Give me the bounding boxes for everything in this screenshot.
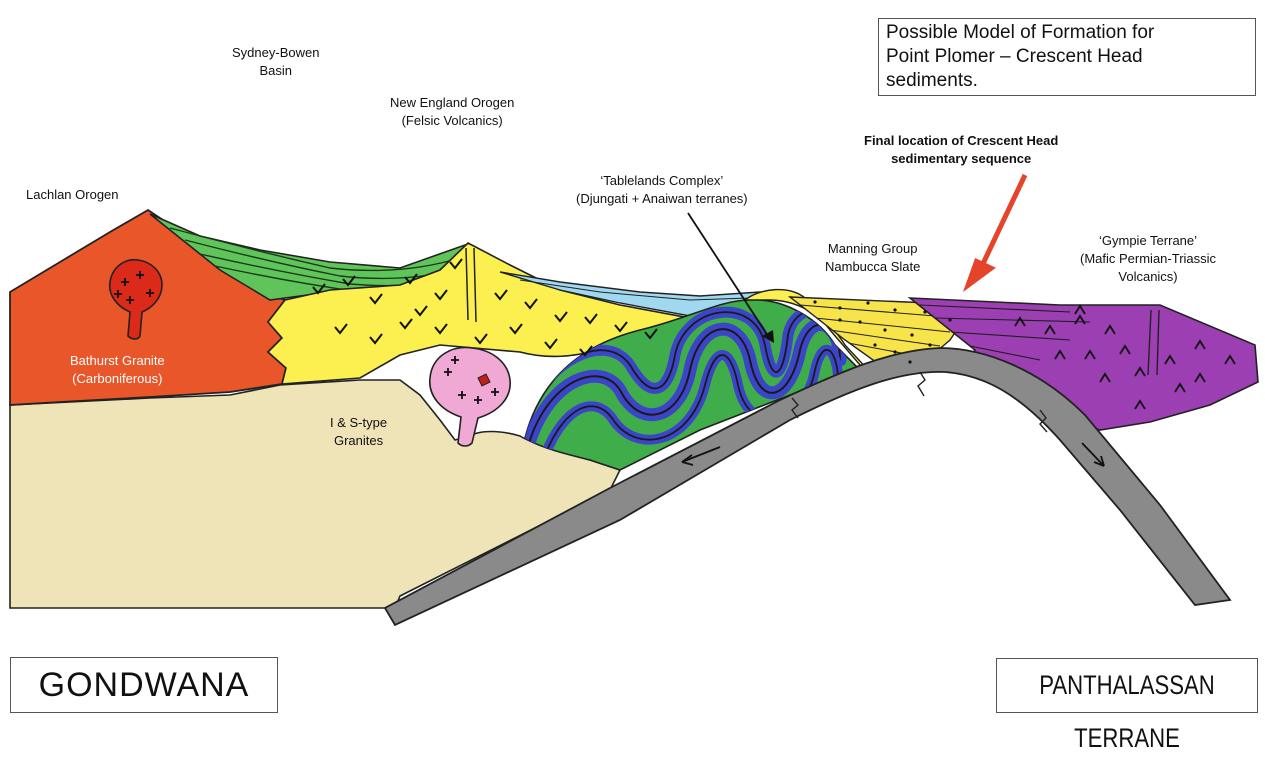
label-line: (Felsic Volcanics): [390, 112, 514, 130]
sediment-dot: [838, 306, 841, 309]
manning-label: Manning Group Nambucca Slate: [825, 240, 920, 276]
new-england-label: New England Orogen (Felsic Volcanics): [390, 94, 514, 130]
label-line: Lachlan Orogen: [26, 186, 119, 204]
label-line: Basin: [232, 62, 319, 80]
title-line: sediments.: [886, 69, 1248, 93]
sediment-dot: [908, 360, 911, 363]
label-line: Manning Group: [825, 240, 920, 258]
gympie-label: ‘Gympie Terrane’ (Mafic Permian-Triassic…: [1080, 232, 1216, 286]
label-line: Granites: [330, 432, 387, 450]
title-line: Possible Model of Formation for: [886, 21, 1248, 45]
label-line: Sydney-Bowen: [232, 44, 319, 62]
label-line: Bathurst Granite: [70, 352, 165, 370]
label-line: Nambucca Slate: [825, 258, 920, 276]
lachlan-label: Lachlan Orogen: [26, 186, 119, 204]
sediment-dot: [928, 343, 931, 346]
sediment-dot: [883, 328, 886, 331]
sediment-dot: [813, 300, 816, 303]
panthalassan-label: PANTHALASSAN TERRANE: [996, 658, 1258, 713]
label-line: Volcanics): [1080, 268, 1216, 286]
is-granites-label: I & S-type Granites: [330, 414, 387, 450]
label-line: ‘Gympie Terrane’: [1080, 232, 1216, 250]
gondwana-label: GONDWANA: [10, 657, 278, 713]
basement-crust: [10, 380, 620, 608]
sediment-dot: [873, 343, 876, 346]
label-line: I & S-type: [330, 414, 387, 432]
sydney-bowen-label: Sydney-Bowen Basin: [232, 44, 319, 80]
sediment-dot: [948, 318, 951, 321]
bathurst-label: Bathurst Granite (Carboniferous): [70, 352, 165, 388]
geological-cross-section: [0, 0, 1265, 716]
panthalassan-label-text: PANTHALASSAN TERRANE: [1020, 659, 1233, 765]
label-line: (Carboniferous): [70, 370, 165, 388]
tablelands-label: ‘Tablelands Complex’ (Djungati + Anaiwan…: [576, 172, 748, 208]
sediment-dot: [893, 308, 896, 311]
sediment-dot: [858, 320, 861, 323]
final-location-arrow: [980, 175, 1025, 270]
label-line: (Mafic Permian-Triassic: [1080, 250, 1216, 268]
sediment-dot: [838, 318, 841, 321]
label-line: Final location of Crescent Head: [864, 132, 1058, 150]
sediment-dot: [893, 350, 896, 353]
label-line: sedimentary sequence: [864, 150, 1058, 168]
label-line: New England Orogen: [390, 94, 514, 112]
diagram-title: Possible Model of Formation for Point Pl…: [878, 18, 1256, 96]
title-line: Point Plomer – Crescent Head: [886, 45, 1248, 69]
sediment-dot: [923, 310, 926, 313]
label-line: ‘Tablelands Complex’: [576, 172, 748, 190]
label-line: (Djungati + Anaiwan terranes): [576, 190, 748, 208]
sediment-dot: [866, 301, 869, 304]
sediment-dot: [910, 333, 913, 336]
final-location-label: Final location of Crescent Head sediment…: [864, 132, 1058, 168]
